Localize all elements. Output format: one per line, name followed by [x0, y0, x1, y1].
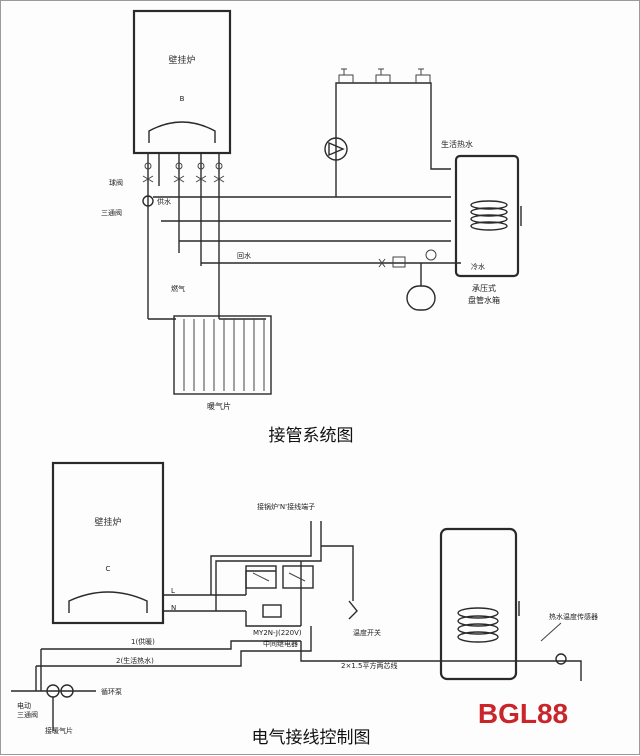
label-return: 回水 [237, 251, 251, 260]
top-diagram: 壁挂炉 B 球阀 三通阀 供水 燃气 [101, 9, 522, 446]
label-tank-line1: 承压式 [472, 283, 496, 293]
label-radiator: 暖气片 [207, 401, 231, 411]
terminal-L: L [171, 587, 175, 595]
label-heating-mode: 1(供暖) [131, 637, 155, 646]
relay-icon [245, 565, 314, 618]
label-wire-3core: 2×1.5平方两芯线 [341, 661, 397, 670]
bottom-diagram-title: 电气接线控制图 [252, 728, 371, 748]
terminal-N: N [171, 604, 176, 612]
label-relay-line2: 中间继电器 [263, 639, 298, 648]
boiler-mark-top: B [180, 95, 185, 103]
label-pump: 循环泵 [101, 687, 122, 696]
bottom-diagram: 壁挂炉 C L N MY2N-J(220V) 中间继电器 [11, 461, 598, 748]
label-valve-motor-2: 三通阀 [17, 710, 38, 719]
cold-water-line [378, 249, 437, 311]
three-way-valve-icon [142, 195, 154, 207]
label-cold-water: 冷水 [471, 262, 485, 271]
label-supply: 供水 [157, 197, 171, 206]
label-temp-switch: 温度开关 [353, 628, 381, 637]
label-hot-water: 生活热水 [441, 139, 473, 149]
boiler-pipes [142, 153, 225, 319]
boiler-unit-bottom [51, 461, 165, 625]
watermark-logo: BGL88 [478, 698, 568, 729]
label-valve: 球阀 [109, 178, 123, 187]
water-tank-top [454, 154, 520, 278]
label-to-radiator: 接暖气片 [45, 726, 73, 735]
label-boiler-terminal: 接锅炉'N'接线端子 [257, 502, 315, 511]
circulation-pump-icon [324, 137, 348, 161]
radiator-icon [173, 315, 272, 395]
boiler-label-top: 壁挂炉 [168, 54, 195, 66]
temp-switch-icon [348, 600, 358, 620]
wiring-lines [35, 521, 582, 691]
label-three-way: 三通阀 [101, 208, 122, 217]
water-tank-bottom [439, 527, 518, 681]
label-hot-water-mode: 2(生活热水) [116, 656, 154, 665]
label-gas: 燃气 [171, 284, 185, 293]
tank-coil [470, 200, 508, 231]
label-relay-line1: MY2N-J(220V) [253, 629, 302, 637]
faucet-icons [338, 68, 431, 83]
valve-assembly [11, 684, 96, 731]
label-valve-motor-1: 电动 [17, 701, 31, 710]
sensor-icon [555, 653, 567, 665]
boiler-panel-arc [148, 121, 216, 143]
boiler-mark-bottom: C [106, 565, 111, 573]
boiler-label-bottom: 壁挂炉 [94, 516, 121, 528]
top-diagram-title: 接管系统图 [269, 426, 354, 446]
expansion-tank-icon [406, 285, 436, 311]
label-tank-sensor: 热水温度传感器 [549, 612, 598, 621]
tank-coil-bottom [457, 607, 499, 643]
boiler-unit-top [132, 9, 232, 155]
hot-water-circuit [324, 68, 451, 197]
label-tank-line2: 盘管水箱 [468, 295, 500, 305]
